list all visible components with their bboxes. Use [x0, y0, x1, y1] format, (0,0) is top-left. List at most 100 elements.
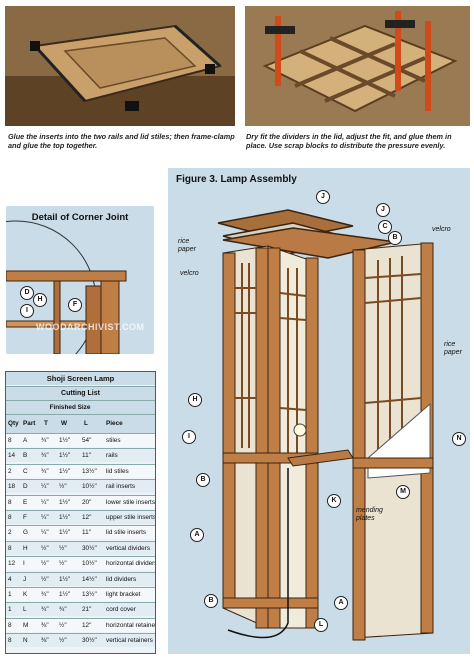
cell-piece: lid stiles: [106, 467, 129, 475]
cell-part: F: [23, 514, 27, 521]
cell-t: ⅜": [41, 621, 49, 629]
cell-part: A: [23, 437, 28, 444]
cell-part: N: [23, 637, 28, 645]
cell-t: ½": [41, 560, 49, 568]
letter-n: N: [452, 432, 466, 446]
table-subtitle: Cutting List: [61, 390, 100, 397]
cell-w: 1½": [59, 452, 71, 460]
cell-piece: stiles: [106, 437, 121, 444]
cell-w: ½": [59, 560, 67, 568]
label-rice-paper-right: rice paper: [444, 341, 462, 356]
detail-letter-f: F: [68, 298, 82, 312]
cell-w: ½": [59, 621, 67, 629]
cell-t: ⅜": [41, 637, 49, 645]
letter-k: K: [327, 494, 341, 508]
table-group-header: Finished Size: [49, 404, 91, 411]
table-group-header-row: Finished Size: [6, 400, 155, 414]
table-header-row: Qty Part T W L Piece: [6, 414, 155, 433]
cell-w: 1½": [59, 575, 71, 583]
photo-dry-fit-lid: [245, 6, 470, 126]
cell-w: ¾": [59, 606, 67, 614]
letter-j-right: J: [376, 203, 390, 217]
cell-l: 54": [82, 437, 92, 444]
header-piece: Piece: [106, 420, 123, 427]
cell-l: 11": [82, 452, 91, 460]
cell-l: 14½": [82, 575, 97, 583]
cell-part: G: [23, 529, 28, 537]
letter-b-mid: B: [196, 473, 210, 487]
cell-qty: 2: [8, 467, 12, 475]
cell-part: I: [23, 560, 25, 568]
table-row: 14 B ¾" 1½" 11" rails: [6, 448, 155, 463]
cell-qty: 14: [8, 452, 16, 460]
cell-part: H: [23, 544, 28, 552]
cell-qty: 18: [8, 483, 16, 491]
cell-t: ¾": [41, 452, 49, 460]
letter-b-bottom: B: [204, 594, 218, 608]
cell-piece: lid dividers: [106, 575, 137, 583]
cell-piece: vertical dividers: [106, 544, 151, 552]
header-qty: Qty: [8, 420, 19, 427]
header-t: T: [44, 420, 48, 427]
letter-i: I: [182, 430, 196, 444]
cell-qty: 1: [8, 591, 12, 598]
detail-letter-d: D: [20, 286, 34, 300]
cell-l: 12": [82, 514, 92, 521]
cell-w: ½": [59, 483, 67, 491]
letter-a-left: A: [190, 528, 204, 542]
label-rice-paper-top: rice paper: [178, 238, 196, 253]
cell-w: ½": [59, 637, 67, 645]
cell-piece: cord cover: [106, 606, 136, 614]
cell-w: 1½": [59, 498, 71, 506]
header-l: L: [84, 420, 88, 427]
cell-l: 10½": [82, 483, 97, 491]
figure-title: Figure 3. Lamp Assembly: [176, 174, 297, 185]
cell-qty: 12: [8, 560, 16, 568]
cell-piece: rails: [106, 452, 118, 460]
label-mending-plates: mending plates: [356, 507, 383, 522]
cell-part: M: [23, 621, 29, 629]
cell-w: ½": [59, 544, 67, 552]
letter-m: M: [396, 485, 410, 499]
cell-piece: upper stile inserts: [106, 514, 155, 521]
cell-t: ½": [41, 575, 49, 583]
letter-a-right: A: [334, 596, 348, 610]
cell-l: 13½": [82, 591, 97, 598]
dry-fit-photo-illustration: [245, 6, 470, 126]
cell-piece: light bracket: [106, 591, 141, 598]
cell-w: 1½": [59, 591, 71, 598]
corner-joint-detail: [0, 206, 154, 382]
detail-title: Detail of Corner Joint: [31, 212, 129, 223]
letter-l: L: [314, 618, 328, 632]
cell-part: B: [23, 452, 28, 460]
cell-w: 1½": [59, 437, 71, 444]
letter-j-top: J: [316, 190, 330, 204]
letter-c: C: [378, 220, 392, 234]
cell-piece: vertical retainers: [106, 637, 153, 645]
cell-part: L: [23, 606, 27, 614]
letter-b-top: B: [388, 231, 402, 245]
cell-part: K: [23, 591, 28, 598]
cell-qty: 8: [8, 514, 12, 521]
detail-letter-i: I: [20, 304, 34, 318]
cell-t: ¾": [41, 437, 49, 444]
cell-qty: 8: [8, 621, 12, 629]
cutting-list-table: Shoji Screen Lamp Cutting List Finished …: [5, 371, 156, 654]
cell-qty: 1: [8, 606, 12, 614]
cell-l: 11": [82, 529, 91, 537]
cell-w: 1½": [59, 529, 71, 537]
cell-piece: rail inserts: [106, 483, 136, 491]
cell-qty: 2: [8, 529, 12, 537]
cell-t: ¾": [41, 606, 49, 614]
cell-t: ½": [41, 544, 49, 552]
cell-piece: lid stile inserts: [106, 529, 147, 537]
